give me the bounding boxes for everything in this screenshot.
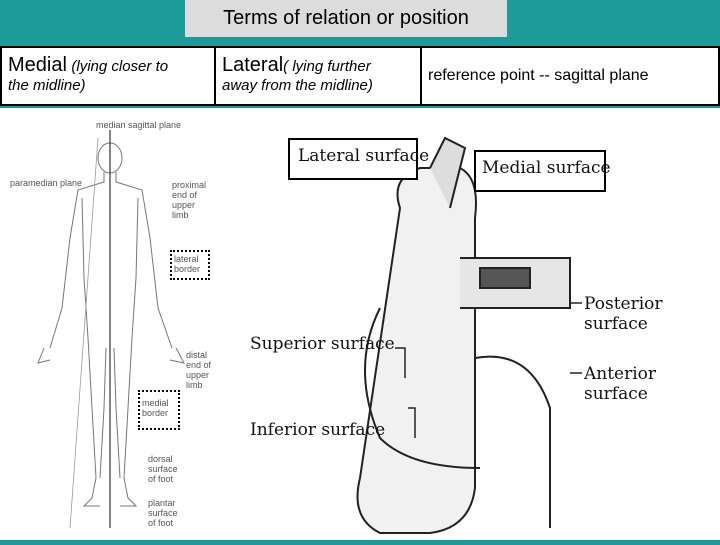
body-outline-illustration: [37, 130, 185, 529]
medial-cell: Medial (lying closer to the midline): [0, 46, 216, 106]
lateral-desc-b: away from the midline): [222, 77, 373, 94]
label-inferior-surface: Inferior surface: [250, 420, 386, 440]
lateral-cell: Lateral( lying further away from the mid…: [216, 46, 422, 106]
surfaces-figure-panel: Lateral surface Medial surface Posterior…: [230, 108, 720, 540]
block-surfaces-illustration: [356, 136, 582, 534]
label-superior-surface: Superior surface: [250, 334, 395, 354]
label-posterior-surface: Posterior surface: [584, 294, 663, 334]
reference-text: reference point -- sagittal plane: [428, 67, 649, 84]
label-paramedian-plane: paramedian plane: [10, 178, 83, 188]
medial-desc-b: the midline): [8, 77, 86, 94]
body-figure-panel: median sagittal plane paramedian plane p…: [0, 108, 230, 540]
label-median-sagittal-plane: median sagittal plane: [96, 120, 182, 130]
medial-term: Medial: [8, 54, 67, 76]
medial-border-highlight: [138, 390, 180, 430]
header-row: Medial (lying closer to the midline) Lat…: [0, 46, 720, 106]
lateral-term: Lateral: [222, 54, 284, 76]
medial-surface-box: [474, 150, 606, 192]
reference-cell: reference point -- sagittal plane: [422, 46, 720, 106]
lateral-surface-box: [288, 138, 418, 180]
medial-desc-a: (lying closer to: [71, 58, 169, 75]
slide-title: Terms of relation or position: [185, 0, 507, 37]
label-medial-surface: Medial surface: [482, 158, 611, 178]
label-lateral-surface: Lateral surface: [298, 146, 430, 166]
paramedian-line: [69, 137, 99, 529]
lateral-border-highlight: [170, 250, 210, 280]
label-anterior-surface: Anterior surface: [584, 364, 657, 404]
lateral-desc-a: ( lying further: [283, 58, 371, 75]
